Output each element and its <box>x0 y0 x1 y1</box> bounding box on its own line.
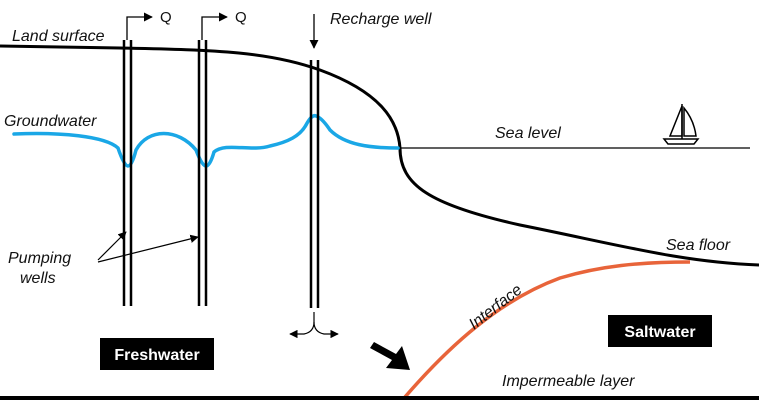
recharge-outflow-arrows <box>289 312 315 339</box>
land-surface-label: Land surface <box>12 28 105 45</box>
pumping-pointer-1 <box>97 231 127 261</box>
saltwater-box: Saltwater <box>608 315 712 347</box>
groundwater-label: Groundwater <box>4 113 97 130</box>
pumping-well-2: Q <box>197 9 247 306</box>
freshwater-label: Freshwater <box>114 347 199 364</box>
discharge-arrow-1 <box>126 12 153 40</box>
recharge-well <box>289 14 339 339</box>
interface-line <box>403 260 691 399</box>
freshwater-box: Freshwater <box>100 338 214 370</box>
pumping-pointer-2 <box>97 234 199 263</box>
discharge-q-label-1: Q <box>160 9 172 26</box>
pumping-well-1: Q <box>122 9 172 306</box>
interface-label: Interface <box>466 281 526 333</box>
recharge-well-label: Recharge well <box>330 11 432 28</box>
saltwater-label: Saltwater <box>624 324 695 341</box>
pumping-wells-label-line2: wells <box>20 270 56 287</box>
pumping-wells-label-line1: Pumping <box>8 250 71 267</box>
thick-arrow-icon <box>370 342 410 370</box>
sea-level-label: Sea level <box>495 125 561 142</box>
discharge-arrow-2 <box>201 12 228 40</box>
impermeable-layer-label: Impermeable layer <box>502 373 635 390</box>
land-surface-line <box>0 44 759 267</box>
sea-floor-label: Sea floor <box>666 237 731 254</box>
sailboat-icon <box>662 104 700 145</box>
discharge-q-label-2: Q <box>235 9 247 26</box>
